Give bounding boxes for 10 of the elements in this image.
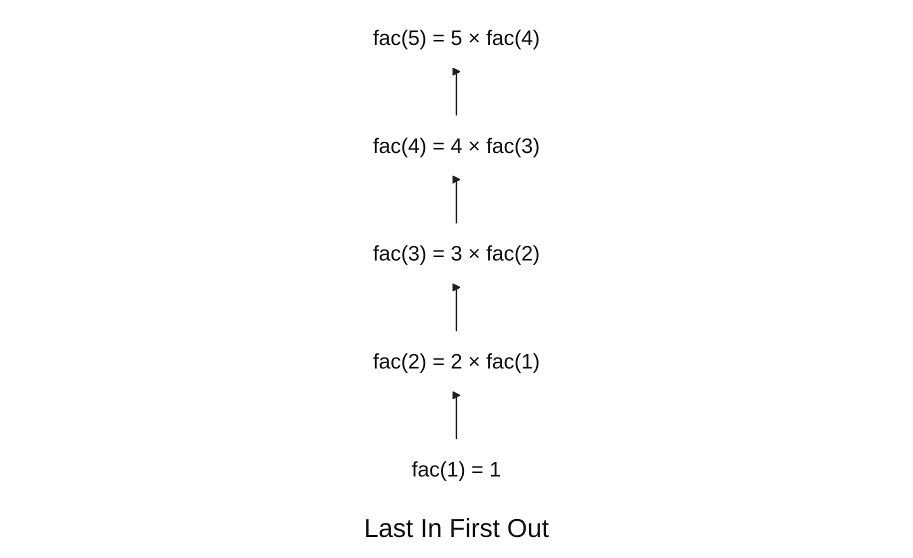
- arrow: [452, 391, 461, 440]
- caption: Last In First Out: [364, 512, 549, 545]
- node-text: fac(5) = 5 × fac(4): [373, 26, 540, 50]
- arrow: [452, 175, 461, 224]
- node-text: fac(4) = 4 × fac(3): [373, 134, 540, 158]
- arrow: [452, 283, 461, 332]
- node-text: fac(3) = 3 × fac(2): [373, 242, 540, 266]
- node-text: fac(2) = 2 × fac(1): [373, 349, 540, 374]
- node-text: fac(1) = 1: [412, 457, 502, 482]
- arrow: [452, 67, 461, 116]
